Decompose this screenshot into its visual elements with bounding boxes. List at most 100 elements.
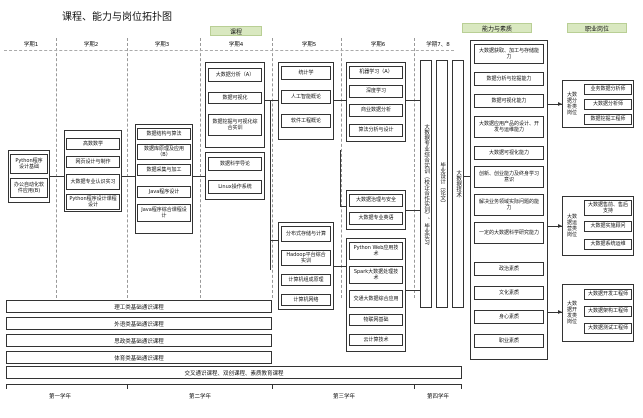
job-group-development-label: 大数据开发类岗位 [564, 288, 580, 338]
connector [548, 226, 562, 227]
ability-visualization: 数据可视化能力 [474, 94, 544, 108]
course-java-design: Java程序综合课程设计 [137, 204, 191, 222]
job-business-analyst: 业务数据分析师 [584, 84, 632, 95]
general-course-politics: 思政类基础通识课程 [6, 334, 272, 347]
comprehensive-training-block: 大数据专业综合实训（校企合作实训）、毕业实习 [420, 60, 432, 308]
course-database: 数据库原理及应用（B） [137, 144, 191, 160]
course-hadoop: Hadoop平台综合实训 [281, 250, 331, 266]
course-visualization: 数据可视化 [208, 92, 262, 104]
quality-political: 政治素质 [474, 262, 544, 276]
ability-product-development: 大数据应用产品的设计、开发与运维能力 [474, 116, 544, 138]
course-python-web: Python Web应用技术 [349, 242, 403, 260]
course-statistics: 统计学 [281, 66, 331, 80]
job-system-ops: 大数据系统运维 [584, 239, 632, 250]
course-bigdata-internship: 大数据专业认识实习 [66, 174, 120, 190]
course-computer-network: 计算机网络 [281, 294, 331, 306]
quality-cultural: 文化素质 [474, 286, 544, 300]
ability-bigdata-visualization: 大数据可视化能力 [474, 146, 544, 160]
connector [122, 176, 135, 177]
general-course-cross: 交叉通识课程、双创课程、素质教育课程 [6, 366, 462, 379]
course-algorithm-design: 算法分析与设计 [349, 124, 403, 137]
course-distributed-computing: 分布式存储与计算 [281, 226, 331, 242]
divider [414, 38, 415, 298]
connector [406, 290, 420, 291]
ability-innovation: 创新、创业能力及终身学习意识 [474, 166, 544, 188]
job-implementation-consultant: 大数据实施顾问 [584, 221, 632, 232]
arrow-icon [558, 310, 562, 314]
course-office-automation: 办公自动化软件应用(B) [10, 178, 48, 198]
semester-5-label: 学期5 [301, 42, 317, 48]
course-computer-organization: 计算机组成原理 [281, 274, 331, 286]
course-linux: Linux操作系统 [208, 180, 262, 194]
connector [340, 150, 341, 206]
course-iot: 物联网基础 [349, 314, 403, 326]
arrow-icon [558, 224, 562, 228]
course-spark: Spark大数据处理技术 [349, 266, 403, 284]
job-architect: 大数据架构工程师 [584, 306, 632, 317]
semester-1-label: 学期1 [23, 42, 39, 48]
job-mining-engineer: 数据挖掘工程师 [584, 114, 632, 125]
quality-professional: 职业素质 [474, 334, 544, 348]
job-test-engineer: 大数据测试工程师 [584, 323, 632, 334]
course-ai-intro: 人工智能概论 [281, 90, 331, 104]
course-machine-learning: 机器学习（A） [349, 66, 403, 79]
course-data-science: 数据科学导论 [208, 157, 262, 171]
course-python-basics: Python程序设计基础 [10, 154, 48, 174]
course-advanced-math: 高数数学 [66, 138, 120, 150]
job-dev-engineer: 大数据开发工程师 [584, 289, 632, 300]
connector [265, 100, 278, 101]
connector [340, 206, 346, 207]
band-courses: 课程 [210, 26, 262, 36]
semester-6-label: 学期6 [370, 42, 386, 48]
course-data-governance: 大数据治理与安全 [349, 194, 403, 207]
connector [464, 176, 470, 177]
connector [270, 100, 271, 270]
connector [193, 176, 205, 177]
ability-problem-solving: 解决业务领域实际问题的能力 [474, 194, 544, 216]
course-bigdata-analysis: 大数据分析（A） [208, 68, 262, 82]
connector [548, 312, 562, 313]
semester-4-label: 学期4 [228, 42, 244, 48]
course-data-collection: 数据采集与加工 [137, 164, 191, 176]
divider [56, 38, 57, 298]
axis-tick [414, 384, 415, 389]
axis-tick [127, 384, 128, 389]
general-course-science: 理工类基础通识课程 [6, 300, 272, 313]
course-bigdata-english: 大数据专业英语 [349, 212, 403, 225]
connector [406, 100, 420, 101]
job-group-analysis-label: 大数据分析类岗位 [564, 84, 580, 124]
graduation-project-block: 毕业设计（论文） [436, 60, 448, 308]
course-software-engineering: 软件工程概论 [281, 114, 331, 128]
divider [341, 38, 342, 298]
semester-3-label: 学期3 [154, 42, 170, 48]
course-java: Java程序设计 [137, 186, 191, 198]
band-jobs: 职业岗位 [567, 23, 627, 33]
course-mining-training: 数据挖掘与可视化综合实训 [208, 114, 262, 136]
general-course-sports: 体育类基础通识课程 [6, 351, 272, 364]
band-abilities: 能力与素质 [462, 23, 532, 33]
semester-78-label: 学期7、8 [426, 42, 450, 48]
ability-research: 一定的大数据科学研究能力 [474, 222, 544, 244]
semester-2-label: 学期2 [83, 42, 99, 48]
course-data-structures: 数据结构与算法 [137, 128, 191, 140]
year-label: 第三学年 [332, 394, 355, 400]
connector [50, 176, 64, 177]
divider [272, 38, 273, 298]
axis-tick [6, 384, 7, 389]
job-bigdata-analyst: 大数据分析师 [584, 99, 632, 110]
year-label: 第一学年 [48, 394, 71, 400]
year-label: 第二学年 [188, 394, 211, 400]
year-axis [6, 384, 462, 385]
connector [334, 100, 346, 101]
course-deep-learning: 深度学习 [349, 85, 403, 98]
divider [200, 38, 201, 298]
axis-tick [461, 384, 462, 389]
axis-tick [272, 384, 273, 389]
course-web-design: 网页设计与制作 [66, 156, 120, 168]
course-business-analysis: 商业数据分析 [349, 104, 403, 117]
ability-data-mining: 数据分析与挖掘能力 [474, 72, 544, 86]
connector [334, 266, 346, 267]
connector [548, 104, 562, 105]
course-python-design: Python程序设计课程设计 [66, 194, 120, 210]
quality-physical-mental: 身心素质 [474, 310, 544, 324]
